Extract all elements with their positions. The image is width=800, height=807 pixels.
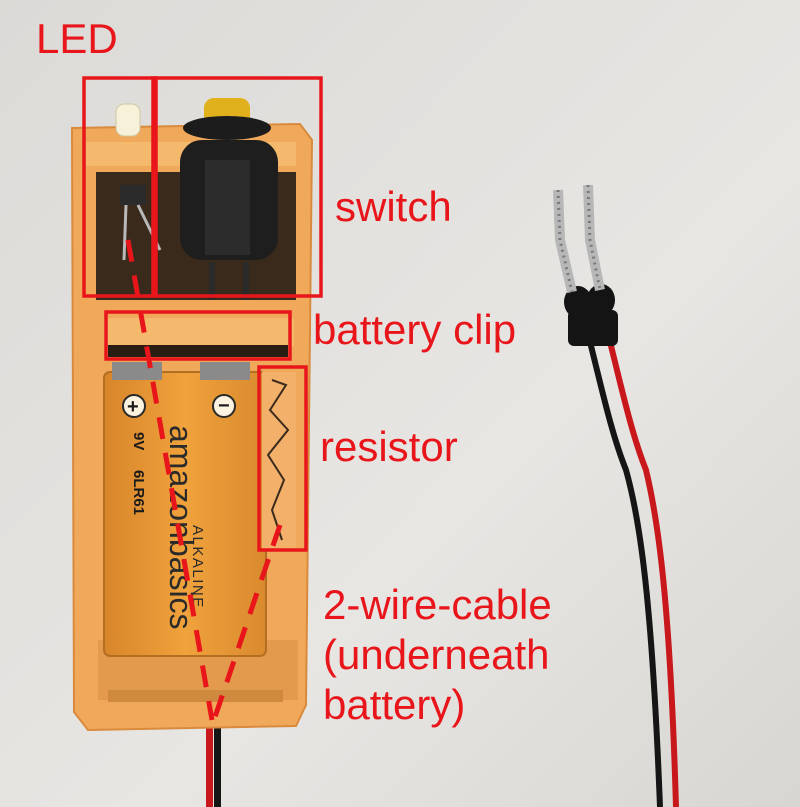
resistor-label: resistor <box>320 423 458 470</box>
battery-model: 6LR61 <box>130 470 147 515</box>
led-box <box>82 76 158 298</box>
cable-route-dashed <box>125 239 283 721</box>
switch-box <box>151 76 323 298</box>
resistor-box <box>257 365 308 552</box>
switch-label: switch <box>335 183 452 230</box>
led-label: LED <box>36 15 118 62</box>
battery-voltage: 9V <box>130 432 147 450</box>
annotation-boxes <box>82 76 323 552</box>
battery-minus-label: − <box>218 395 230 417</box>
resistor-component <box>262 372 296 550</box>
led-component <box>115 103 162 261</box>
switch-component <box>180 98 278 300</box>
cable-with-connectors <box>553 184 679 807</box>
battery-clip-component <box>104 318 294 357</box>
battery: + − 9V 6LR61 amazonbasics ALKALINE <box>103 362 267 657</box>
battery-type: ALKALINE <box>189 525 206 609</box>
cable-label: 2-wire-cable (underneath battery) <box>323 581 552 728</box>
bottom-wire-exit <box>206 720 221 807</box>
battery-clip-label: battery clip <box>313 306 517 353</box>
battery-clip-box <box>104 310 292 361</box>
battery-brand: amazonbasics <box>163 425 199 630</box>
battery-plus-label: + <box>127 396 139 418</box>
